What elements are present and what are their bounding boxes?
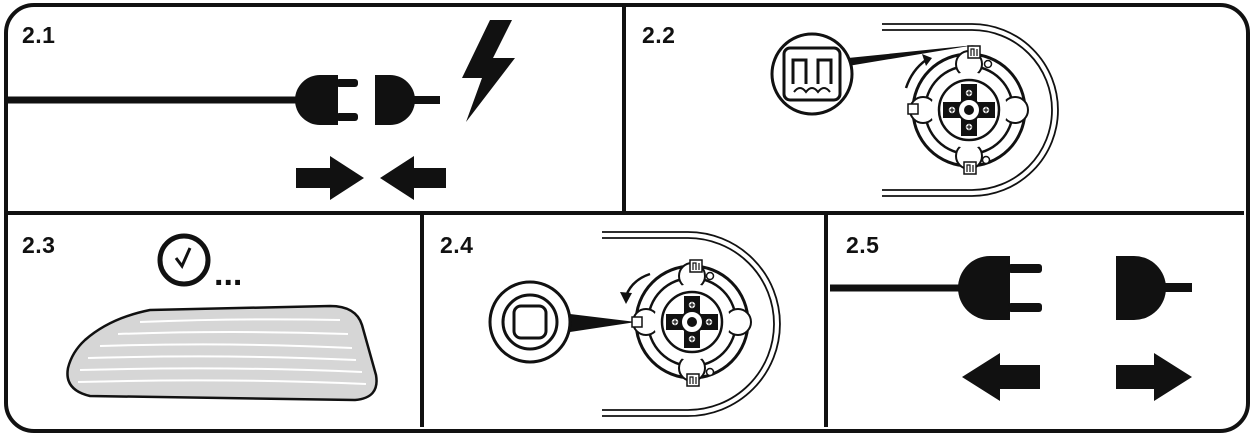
- socket-icon: [1116, 256, 1192, 320]
- dial-knob-icon: [908, 49, 1030, 171]
- panel-label-2-5: 2.5: [846, 232, 880, 258]
- arrow-right-icon: [1116, 353, 1192, 401]
- off-marker: [907, 103, 919, 115]
- socket-icon: [375, 75, 440, 125]
- timer-dots: ...: [214, 255, 242, 293]
- plug-icon: [295, 75, 358, 125]
- arrow-left-icon: [962, 353, 1040, 401]
- heating-pad-icon: [66, 304, 378, 402]
- panel-2-3-art: ...: [66, 233, 378, 402]
- arrow-left-icon: [380, 156, 446, 200]
- panel-2-1-art: [8, 20, 515, 200]
- divider-horizontal: [6, 211, 1244, 215]
- divider-top-vertical: [622, 5, 626, 213]
- clock-icon: [157, 233, 211, 287]
- diagram-frame: [4, 3, 1250, 433]
- dial-knob-icon: [631, 261, 753, 383]
- divider-bottom-right-vertical: [824, 213, 828, 427]
- panel-2-5-art: [830, 256, 1192, 401]
- panel-label-2-4: 2.4: [440, 232, 474, 258]
- heat-symbol-icon: [782, 46, 842, 102]
- panel-2-4-art: [488, 231, 781, 417]
- arrow-right-icon: [296, 156, 364, 200]
- off-symbol-icon: [501, 293, 559, 351]
- plug-icon: [958, 256, 1042, 320]
- lightning-icon: [462, 20, 515, 122]
- panel-label-2-3: 2.3: [22, 232, 56, 258]
- panel-label-2-2: 2.2: [642, 22, 676, 48]
- divider-bottom-left-vertical: [420, 213, 424, 427]
- panel-label-2-1: 2.1: [22, 22, 56, 48]
- panel-2-2-art: [770, 23, 1059, 197]
